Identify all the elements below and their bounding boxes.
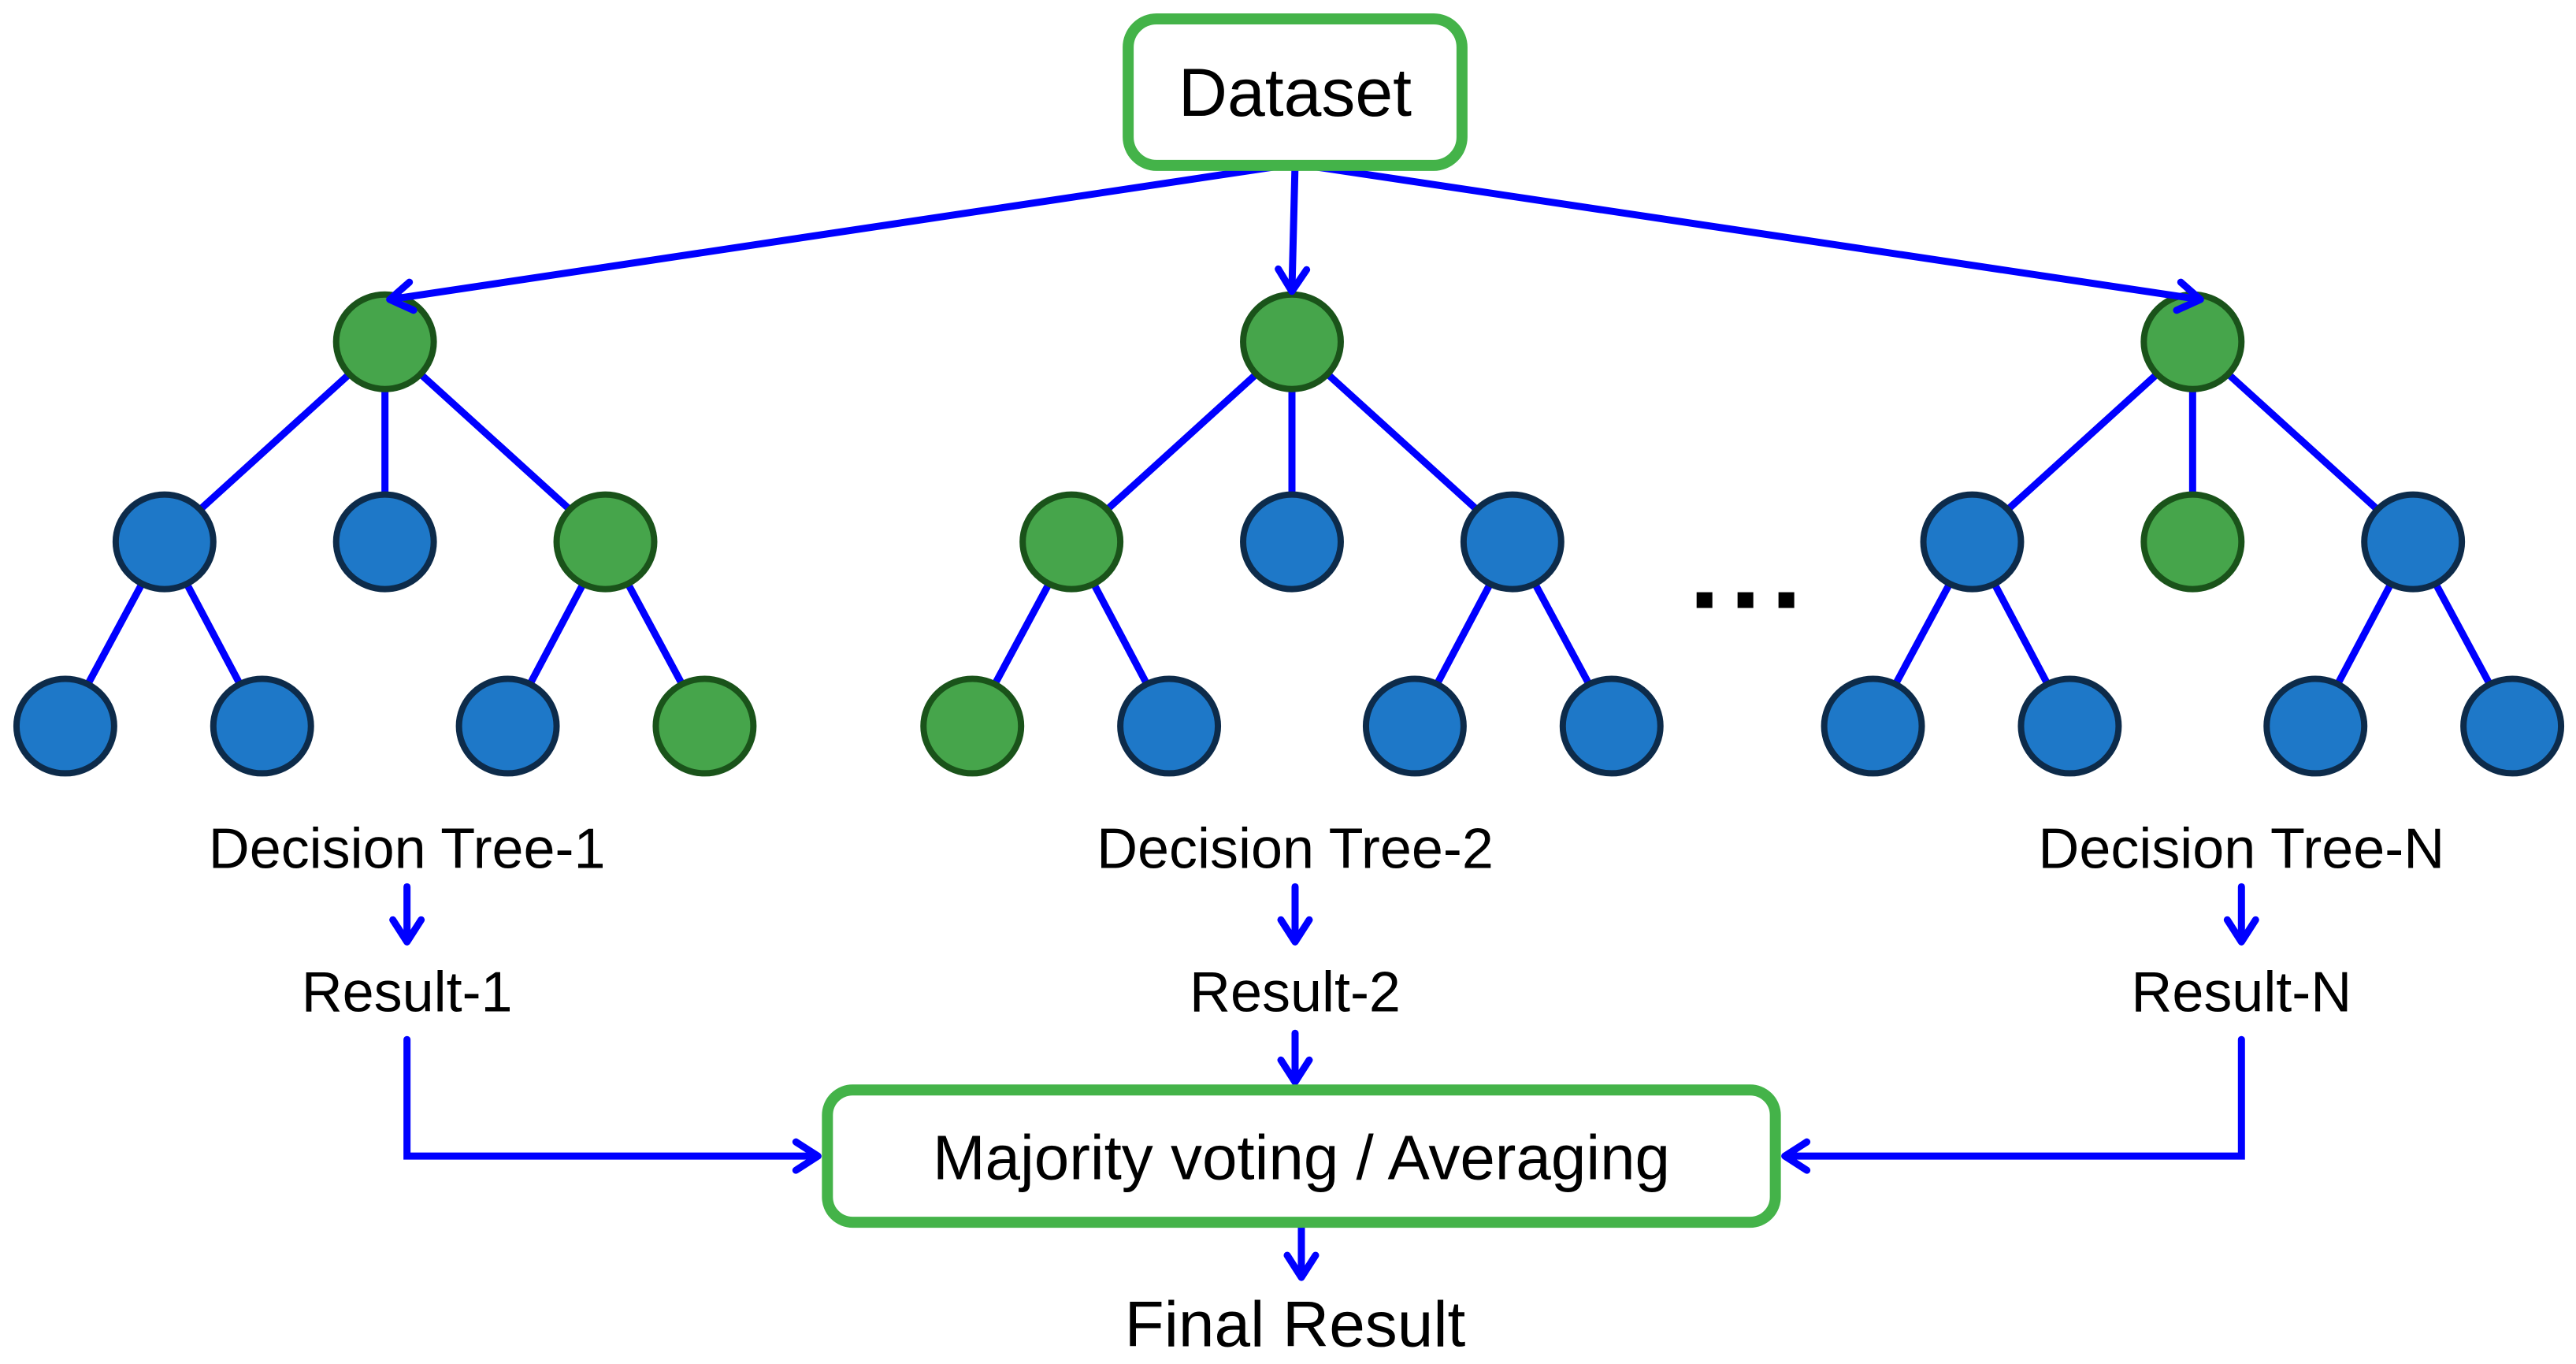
result-label-n: Result-N <box>2131 961 2351 1024</box>
decision-tree <box>920 291 1664 777</box>
ellipsis-dot <box>1737 592 1754 608</box>
tree-node-blue <box>332 491 437 593</box>
tree-node-blue <box>455 675 560 777</box>
tree-node-blue <box>2263 675 2368 777</box>
dataset-label: Dataset <box>1179 55 1412 131</box>
ellipsis-dots <box>1696 592 1795 608</box>
decision-tree <box>1821 291 2565 777</box>
tree-node-green <box>2140 491 2245 593</box>
tree-node-green <box>1019 491 1124 593</box>
ellipsis-dot <box>1696 592 1713 608</box>
dataset-to-tree-arrow <box>386 160 1299 314</box>
aggregator-label: Majority voting / Averaging <box>933 1123 1670 1193</box>
final-result-label: Final Result <box>1125 1289 1466 1361</box>
dataset-to-tree-arrow <box>1291 160 2204 314</box>
ellipsis-dot <box>1778 592 1795 608</box>
tree-node-green <box>652 675 757 777</box>
tree-node-blue <box>2017 675 2122 777</box>
tree-node-blue <box>2361 491 2466 593</box>
tree-node-green <box>920 675 1025 777</box>
tree-node-blue <box>1821 675 1925 777</box>
dataset-to-tree-arrow <box>1275 160 1311 295</box>
dataset-box <box>1123 13 1468 171</box>
connectors-layer <box>389 883 2259 1281</box>
tree-node-blue <box>1920 491 2025 593</box>
tree-node-green <box>1240 291 1344 392</box>
trees-layer <box>13 291 2565 777</box>
tree-node-blue <box>1362 675 1467 777</box>
tree-node-green <box>332 291 437 392</box>
tree-node-blue <box>2460 675 2565 777</box>
aggregator-box <box>822 1084 1781 1228</box>
dataset-arrows-layer <box>386 160 2204 314</box>
tree-node-blue <box>1460 491 1565 593</box>
tree-label-1: Decision Tree-1 <box>209 817 606 880</box>
tree-node-blue <box>1240 491 1344 593</box>
decision-tree <box>13 291 757 777</box>
tree-node-blue <box>112 491 217 593</box>
result-label-2: Result-2 <box>1190 961 1401 1024</box>
result-to-aggregator-elbow-left <box>403 1035 822 1174</box>
tree-node-green <box>553 491 658 593</box>
result-label-1: Result-1 <box>302 961 513 1024</box>
tree-node-blue <box>210 675 314 777</box>
result-to-aggregator-elbow-right <box>1781 1035 2245 1174</box>
tree-node-blue <box>1117 675 1222 777</box>
tree-label-2: Decision Tree-2 <box>1097 817 1494 880</box>
tree-node-blue <box>1559 675 1664 777</box>
tree-label-n: Decision Tree-N <box>2038 817 2444 880</box>
tree-node-blue <box>13 675 117 777</box>
tree-node-green <box>2140 291 2245 392</box>
